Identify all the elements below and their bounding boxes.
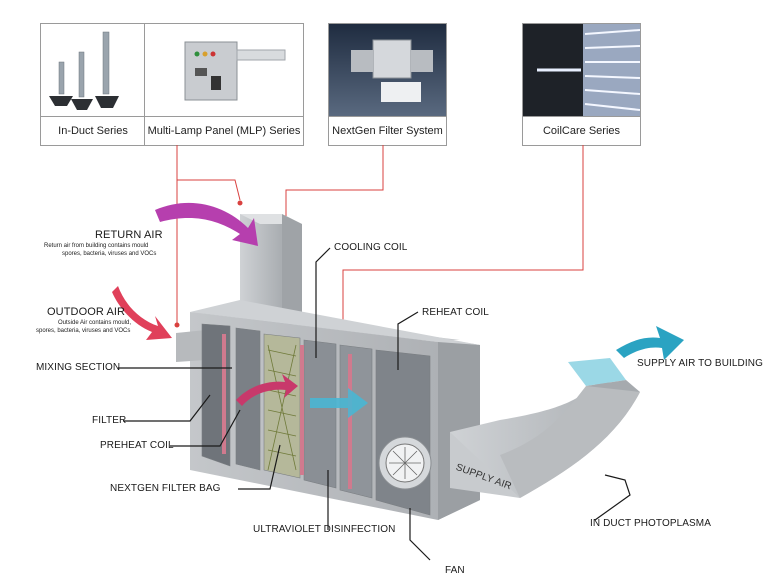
mlp-product-image (145, 24, 303, 117)
uv-airflow-arrow (310, 388, 368, 418)
product-card-mlp: Multi-Lamp Panel (MLP) Series (144, 23, 304, 146)
product-caption: NextGen Filter System (329, 116, 446, 145)
outdoor-air-arrow (112, 286, 172, 340)
return-air-arrow (155, 202, 258, 246)
preheat-coil-label: PREHEAT COIL (100, 440, 174, 451)
nextgen-filter-bag-label: NEXTGEN FILTER BAG (110, 483, 221, 494)
ultraviolet-disinfection-label: ULTRAVIOLET DISINFECTION (253, 524, 396, 535)
filter-label: FILTER (92, 415, 127, 426)
outdoor-air-description-line1: Outside Air contains mould, (58, 320, 132, 326)
return-air-description-line2: spores, bacteria, viruses and VOCs (62, 251, 157, 257)
outdoor-air-description-line2: spores, bacteria, viruses and VOCs (36, 328, 131, 334)
in-duct-photoplasma-label: IN DUCT PHOTOPLASMA (590, 518, 711, 529)
product-caption: In-Duct Series (41, 116, 145, 145)
leader-lines (118, 247, 631, 561)
fan-label: FAN (445, 565, 465, 576)
supply-air-arrow (616, 326, 684, 360)
in-duct-product-image (41, 24, 145, 117)
cooling-coil-label: COOLING COIL (334, 242, 408, 253)
product-card-coilcare: CoilCare Series (522, 23, 641, 146)
outdoor-air-label: OUTDOOR AIR (47, 306, 126, 318)
mixing-section-label: MIXING SECTION (36, 362, 121, 373)
product-caption: CoilCare Series (523, 116, 640, 145)
coilcare-product-image (523, 24, 640, 117)
product-card-nextgen: NextGen Filter System (328, 23, 447, 146)
preheat-airflow-arrow (236, 374, 298, 406)
product-card-in-duct: In-Duct Series (40, 23, 146, 146)
product-caption: Multi-Lamp Panel (MLP) Series (145, 116, 303, 145)
return-air-description-line1: Return air from building contains mould (44, 243, 149, 249)
nextgen-product-image (329, 24, 446, 117)
return-air-label: RETURN AIR (95, 229, 163, 241)
supply-air-to-building-label: SUPPLY AIR TO BUILDING (637, 358, 763, 369)
connector-mlp (177, 179, 241, 201)
reheat-coil-label: REHEAT COIL (422, 307, 489, 318)
